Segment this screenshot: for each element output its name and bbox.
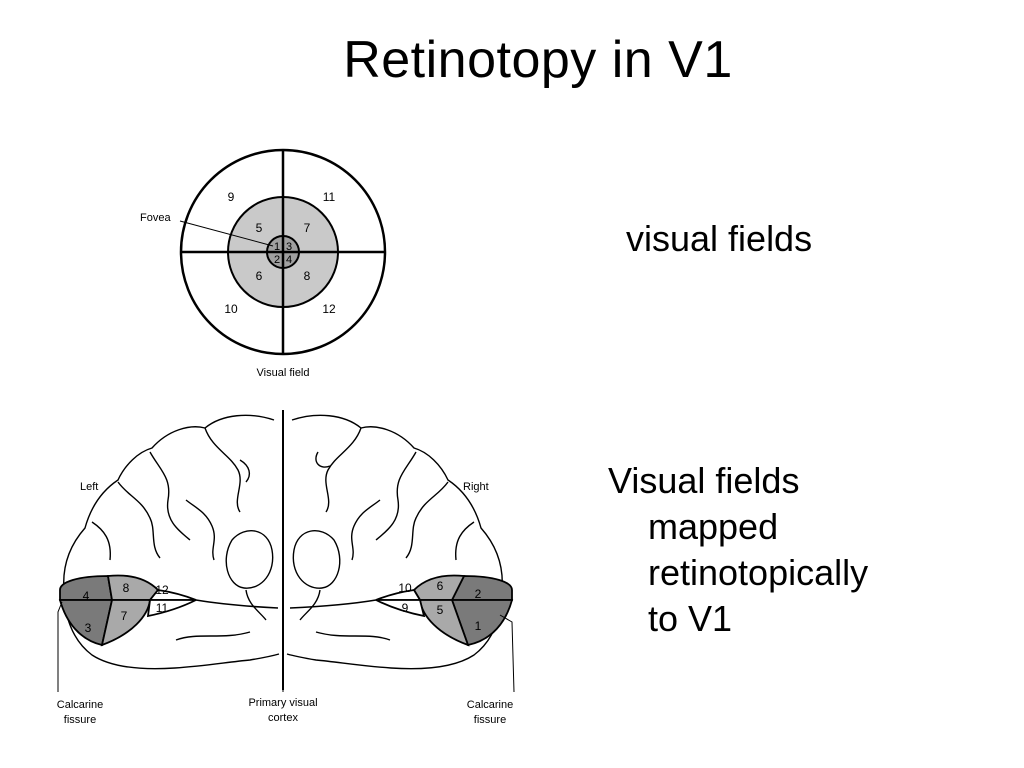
primary-visual-cortex-label-line2: cortex <box>268 712 298 724</box>
right-cuneus-lobe <box>292 530 341 589</box>
right-v1-region-9 <box>375 599 426 618</box>
right-sulcus-3 <box>405 481 449 559</box>
brain-labels: Left Right 4 3 8 7 12 11 10 9 6 5 2 1 Ca… <box>57 481 513 726</box>
vf-number-9: 9 <box>228 190 235 204</box>
bullet-line-2: mapped <box>648 506 779 547</box>
vf-number-6: 6 <box>256 269 263 283</box>
right-calcarine-label-line2: fissure <box>474 714 506 726</box>
right-calcarine-label-line1: Calcarine <box>467 699 513 711</box>
vf-number-7: 7 <box>304 221 311 235</box>
right-hemisphere-outline <box>286 414 503 670</box>
left-v1-region-11 <box>146 599 197 618</box>
visual-field-caption: Visual field <box>257 367 310 379</box>
left-sulcus-6 <box>185 499 215 561</box>
right-sulcus-8 <box>315 631 391 641</box>
vf-number-1: 1 <box>274 241 280 253</box>
brain-diagram <box>57 410 515 693</box>
left-v1-number-12: 12 <box>155 583 169 597</box>
left-calcarine-leader <box>57 601 63 692</box>
left-v1-number-4: 4 <box>83 589 90 603</box>
fovea-pointer-line <box>179 220 274 247</box>
visual-field-diagram: Fovea Visual field 9 11 10 12 5 7 6 8 1 … <box>140 148 387 379</box>
bullet-text: Visual fields mapped retinotopically to … <box>608 458 938 642</box>
left-hemisphere-outline <box>63 414 280 670</box>
left-calcarine-label-line1: Calcarine <box>57 699 103 711</box>
right-sulcus-1 <box>375 451 417 541</box>
right-v1-number-6: 6 <box>437 579 444 593</box>
left-sulcus-1 <box>149 451 191 541</box>
vf-number-2: 2 <box>274 254 280 266</box>
right-sulcus-7 <box>299 589 321 621</box>
left-sulcus-4 <box>91 521 111 561</box>
vf-number-10: 10 <box>224 302 238 316</box>
slide-title: Retinotopy in V1 <box>343 31 733 89</box>
right-v1-number-10: 10 <box>398 581 412 595</box>
vf-number-5: 5 <box>256 221 263 235</box>
left-sulcus-7 <box>245 589 267 621</box>
right-v1-number-1: 1 <box>475 619 482 633</box>
bullet-line-1: Visual fields <box>608 460 800 501</box>
left-sulcus-2 <box>204 427 241 513</box>
visual-fields-label: visual fields <box>626 218 813 259</box>
right-sulcus-6 <box>351 499 381 561</box>
vf-number-11: 11 <box>323 190 336 204</box>
left-sulcus-8 <box>175 631 251 641</box>
left-v1-number-3: 3 <box>85 621 92 635</box>
right-v1-number-5: 5 <box>437 603 444 617</box>
right-sulcus-2 <box>325 427 362 513</box>
left-calcarine-label-line2: fissure <box>64 714 96 726</box>
primary-visual-cortex-label-line1: Primary visual <box>248 697 317 709</box>
vf-number-3: 3 <box>286 241 292 253</box>
vf-number-12: 12 <box>322 302 336 316</box>
right-sulcus-5 <box>315 451 331 468</box>
left-cuneus-lobe <box>225 530 274 589</box>
right-hemisphere-label: Right <box>463 481 489 493</box>
right-sulcus-4 <box>455 521 475 561</box>
right-calcarine-line <box>289 599 377 609</box>
right-v1-number-2: 2 <box>475 587 482 601</box>
bullet-line-3: retinotopically <box>648 552 869 593</box>
left-sulcus-5 <box>239 459 251 483</box>
left-v1-region-8 <box>106 574 160 601</box>
left-v1-number-11: 11 <box>156 601 169 615</box>
left-v1-number-7: 7 <box>121 609 128 623</box>
vf-number-4: 4 <box>286 254 292 266</box>
right-v1-number-9: 9 <box>402 601 409 615</box>
bullet-line-4: to V1 <box>648 598 733 639</box>
right-calcarine-leader <box>499 614 515 693</box>
vf-number-8: 8 <box>304 269 311 283</box>
retinotopy-figure: Fovea Visual field 9 11 10 12 5 7 6 8 1 … <box>57 148 515 726</box>
fovea-label: Fovea <box>140 212 171 224</box>
left-hemisphere-label: Left <box>80 481 98 493</box>
left-v1-number-8: 8 <box>123 581 130 595</box>
left-sulcus-3 <box>117 481 161 559</box>
left-calcarine-line <box>195 599 279 609</box>
